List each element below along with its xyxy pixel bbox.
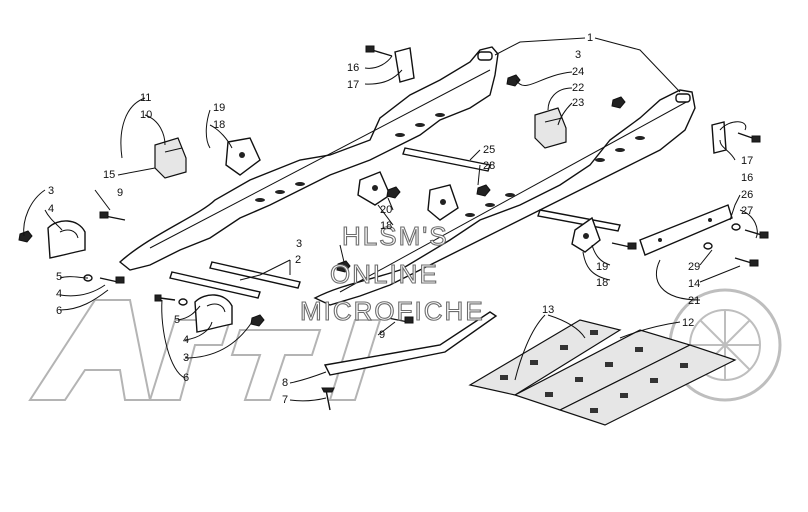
callout-9: 9 [379, 329, 385, 341]
callout-8: 8 [282, 377, 288, 389]
callout-28: 28 [483, 160, 495, 172]
slide-rail-right [313, 89, 696, 306]
callout-18: 18 [380, 220, 392, 232]
watermark-logo [28, 288, 782, 402]
callout-29: 29 [688, 261, 700, 273]
callout-27: 27 [741, 205, 753, 217]
callout-21: 21 [688, 295, 700, 307]
callout-20: 20 [380, 204, 392, 216]
callout-10: 10 [140, 109, 152, 121]
watermark-line-3: MICROFICHE [300, 296, 485, 326]
block-center [534, 107, 567, 149]
fasteners [18, 45, 769, 411]
rear-plate [639, 204, 733, 256]
shock-mount-c [427, 184, 459, 221]
callout-22: 22 [572, 82, 584, 94]
callout-5: 5 [174, 314, 180, 326]
callout-16: 16 [347, 62, 359, 74]
slide-rail-left [118, 46, 499, 271]
callout-16: 16 [741, 172, 753, 184]
callout-11: 11 [140, 92, 151, 104]
callout-26: 26 [741, 189, 753, 201]
callout-13: 13 [542, 304, 554, 316]
track-clips [468, 319, 737, 426]
watermark-line-1: HLSM'S [342, 221, 449, 251]
callout-18: 18 [213, 119, 225, 131]
callout-4: 4 [56, 288, 62, 300]
shock-mount-b [357, 171, 391, 206]
callout-7: 7 [282, 394, 288, 406]
callout-23: 23 [572, 97, 584, 109]
callout-labels: 1 3 24 22 23 16 17 11 10 19 18 15 9 3 4 … [48, 32, 753, 406]
watermark-line-2: ONLINE [330, 259, 439, 289]
rail-holes [255, 113, 645, 217]
callout-14: 14 [688, 278, 700, 290]
bumper-upper [47, 220, 86, 259]
callout-25: 25 [483, 144, 495, 156]
callout-2: 2 [295, 254, 301, 266]
wear-strip [323, 311, 498, 376]
rear-bracket-left [394, 47, 415, 83]
callout-3: 3 [296, 238, 302, 250]
callout-15: 15 [103, 169, 115, 181]
callout-19: 19 [213, 102, 225, 114]
callout-17: 17 [347, 79, 359, 91]
callout-6: 6 [183, 372, 189, 384]
callout-17: 17 [741, 155, 753, 167]
watermark-text: HLSM'S ONLINE MICROFICHE [299, 220, 485, 326]
callout-3: 3 [575, 49, 581, 61]
callout-12: 12 [682, 317, 694, 329]
block-left [154, 137, 187, 179]
callout-6: 6 [56, 305, 62, 317]
shock-mount-a [225, 137, 261, 176]
leader-lines [23, 37, 758, 402]
callout-5: 5 [56, 271, 62, 283]
callout-3: 3 [183, 352, 189, 364]
callout-1: 1 [587, 32, 593, 44]
spacer-rods [169, 261, 301, 299]
callout-19: 19 [596, 261, 608, 273]
callout-18: 18 [596, 277, 608, 289]
callout-24: 24 [572, 66, 584, 78]
callout-4: 4 [183, 334, 189, 346]
cross-shafts [402, 147, 621, 232]
callout-9: 9 [117, 187, 123, 199]
callout-3: 3 [48, 185, 54, 197]
bumper-lower [194, 294, 233, 333]
callout-4: 4 [48, 203, 54, 215]
